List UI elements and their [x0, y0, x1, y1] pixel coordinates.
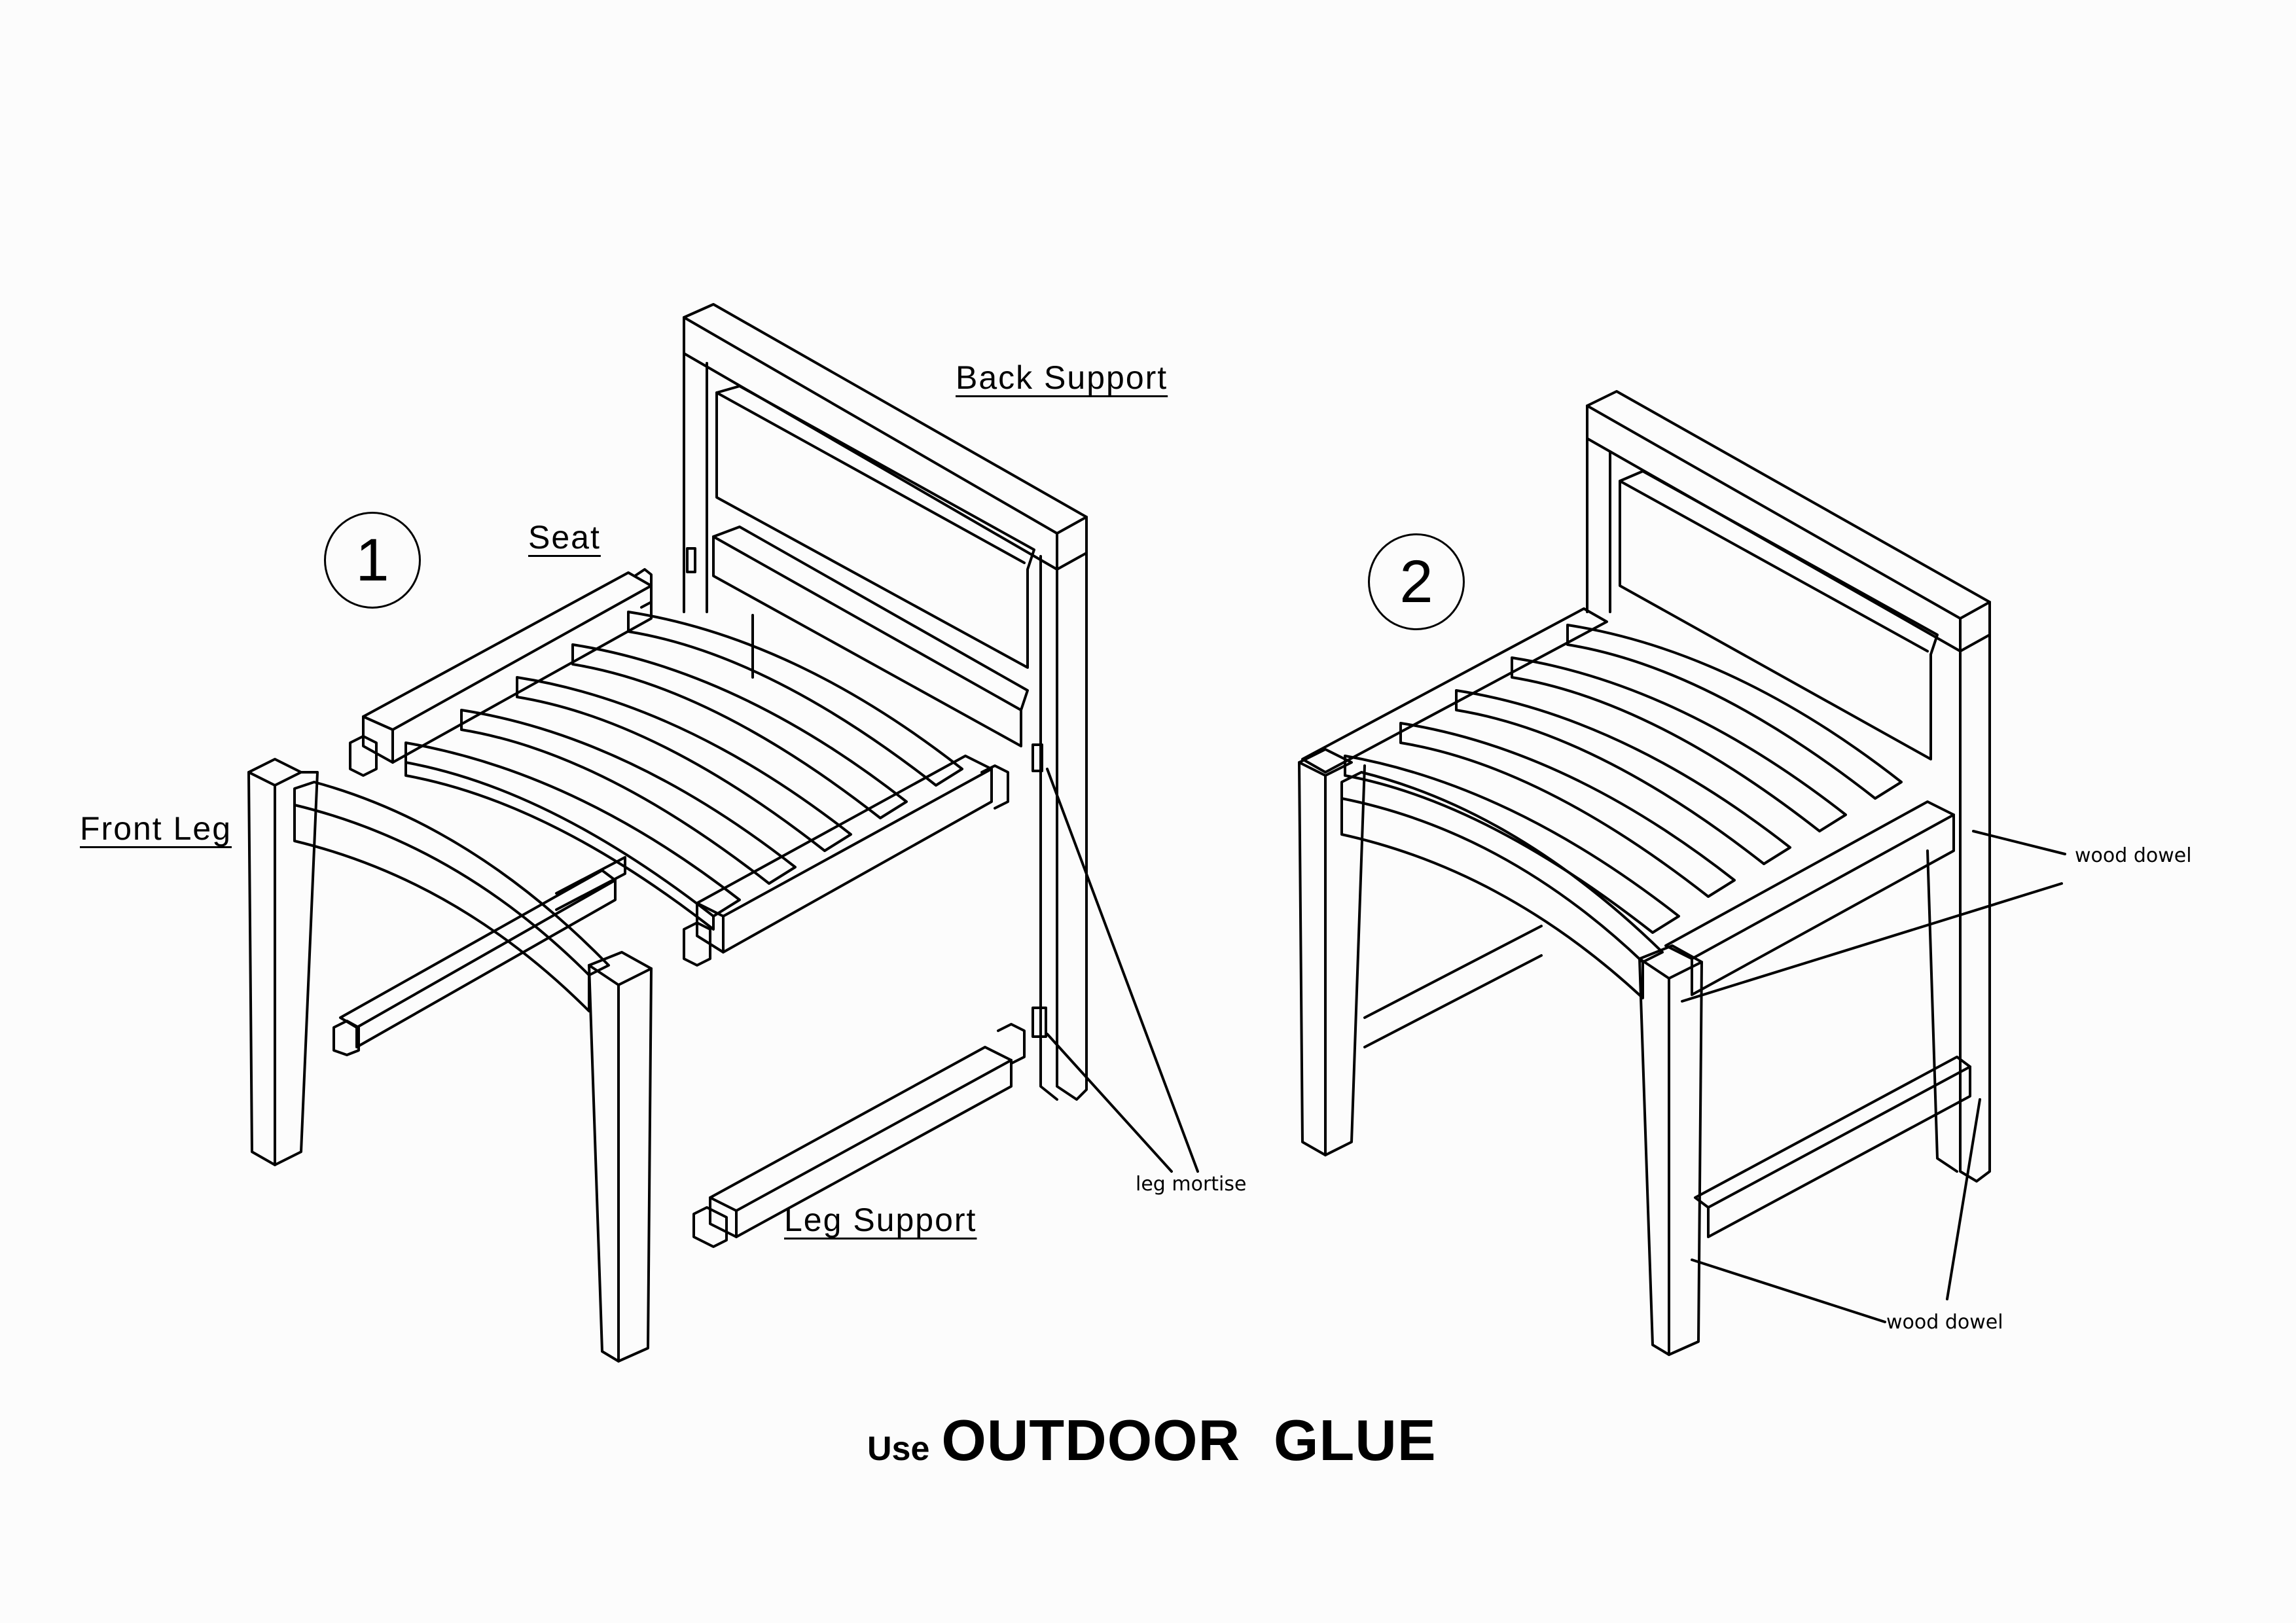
label-leg-mortise: leg mortise	[1136, 1173, 1247, 1196]
glue-use-word: Use	[867, 1430, 930, 1468]
glue-outdoor-glue: OUTDOOR GLUE	[941, 1408, 1437, 1472]
label-wood-dowel-upper: wood dowel	[2075, 844, 2192, 867]
leader-dowel-lower-back	[1946, 1098, 1981, 1300]
back-support-frame-1	[683, 303, 1088, 1101]
label-leg-support: Leg Support	[784, 1202, 977, 1238]
label-wood-dowel-lower: wood dowel	[1886, 1311, 2003, 1334]
step-2-badge: 2	[1368, 533, 1465, 630]
label-seat: Seat	[528, 519, 601, 556]
leader-dowel-upper-right	[1972, 830, 2066, 855]
seat-slats-1	[404, 611, 963, 931]
leader-dowel-lower-front	[1691, 1258, 1886, 1323]
label-front-leg: Front Leg	[80, 810, 232, 847]
leader-mortise-upper	[1046, 768, 1199, 1173]
leg-support-piece-1	[692, 1023, 1026, 1248]
leader-dowel-upper-left	[1681, 882, 2063, 1003]
seat-front-rail-1	[683, 755, 1009, 967]
seat-rear-rail-1	[349, 568, 653, 777]
leg-mortise-upper	[1031, 743, 1043, 772]
step-1-badge: 1	[324, 512, 421, 609]
label-back-support: Back Support	[956, 359, 1168, 396]
glue-instruction: Use OUTDOOR GLUE	[867, 1407, 1437, 1474]
mortise-upper-left	[686, 547, 696, 573]
assembled-chair-2	[1298, 390, 1991, 1356]
leader-mortise-lower	[1046, 1033, 1173, 1173]
leg-mortise-lower	[1031, 1007, 1047, 1038]
front-leg-assembly-1	[247, 758, 653, 1363]
